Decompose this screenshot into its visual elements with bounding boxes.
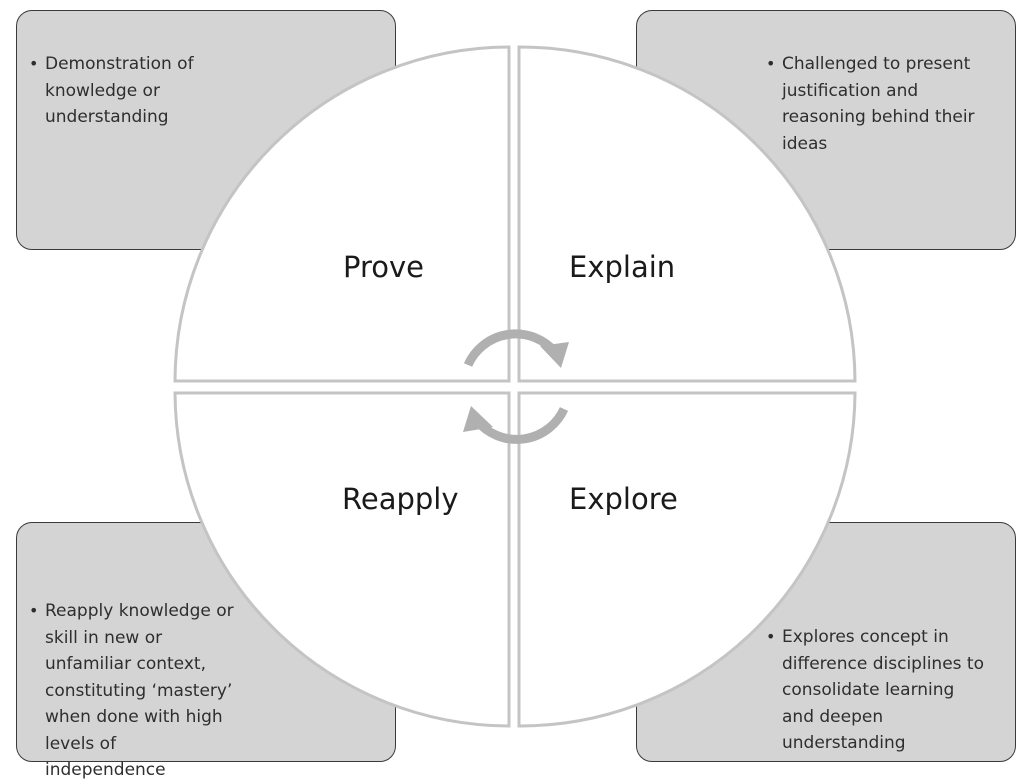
quadrant-label-prove: Prove xyxy=(343,250,425,284)
bullet-line: Explores concept in xyxy=(782,627,949,647)
bullet-line: Challenged to present xyxy=(782,54,971,74)
bullet-line: Reapply knowledge or xyxy=(45,601,234,621)
quadrant-label-explain: Explain xyxy=(569,250,676,284)
quadrant-label-reapply: Reapply xyxy=(342,482,459,516)
bullet-line: knowledge or xyxy=(45,80,160,101)
bullet-line: ideas xyxy=(782,133,828,154)
bullet-line: understanding xyxy=(45,107,169,127)
cycle-arrow-top-icon xyxy=(463,329,559,367)
bullet-line: justification and xyxy=(782,80,919,101)
bullet-dot-icon: • xyxy=(766,54,776,73)
bullet-top-left: • Demonstration of knowledge or understa… xyxy=(29,51,204,131)
quadrant-prove xyxy=(173,45,511,383)
cycle-arrow-bottom-head-icon xyxy=(463,406,493,432)
bullet-line: consolidate learning xyxy=(782,680,955,700)
bullet-bottom-left: • Reapply knowledge or skill in new or u… xyxy=(29,598,239,784)
quadrant-label-explore: Explore xyxy=(569,482,678,516)
bullet-dot-icon: • xyxy=(29,601,39,620)
quadrant-explore xyxy=(517,391,857,728)
bullet-line: and deepen xyxy=(782,706,884,727)
quadrant-explain xyxy=(517,45,857,383)
cycle-arrow-top-head-icon xyxy=(540,342,569,368)
bullet-bottom-right: • Explores concept in difference discipl… xyxy=(766,624,986,757)
cycle-arrow-bottom-icon xyxy=(473,406,569,444)
bullet-top-right: • Challenged to present justification an… xyxy=(766,51,981,157)
bullet-line: reasoning behind their xyxy=(782,107,975,127)
bullet-line: difference disciplines to xyxy=(782,653,984,674)
bullet-line: unfamiliar context, xyxy=(45,654,206,674)
bullet-line: constituting ‘mastery’ xyxy=(45,680,233,701)
bullet-dot-icon: • xyxy=(29,54,39,73)
bullet-line: understanding xyxy=(782,733,906,753)
bullet-line: when done with high xyxy=(45,707,223,727)
bullet-line: levels of independence xyxy=(45,733,166,781)
bullet-line: skill in new or xyxy=(45,627,163,648)
bullet-line: Demonstration of xyxy=(45,54,194,74)
bullet-dot-icon: • xyxy=(766,627,776,646)
cycle-arrows-icon xyxy=(463,329,569,444)
quadrant-reapply xyxy=(173,391,511,728)
